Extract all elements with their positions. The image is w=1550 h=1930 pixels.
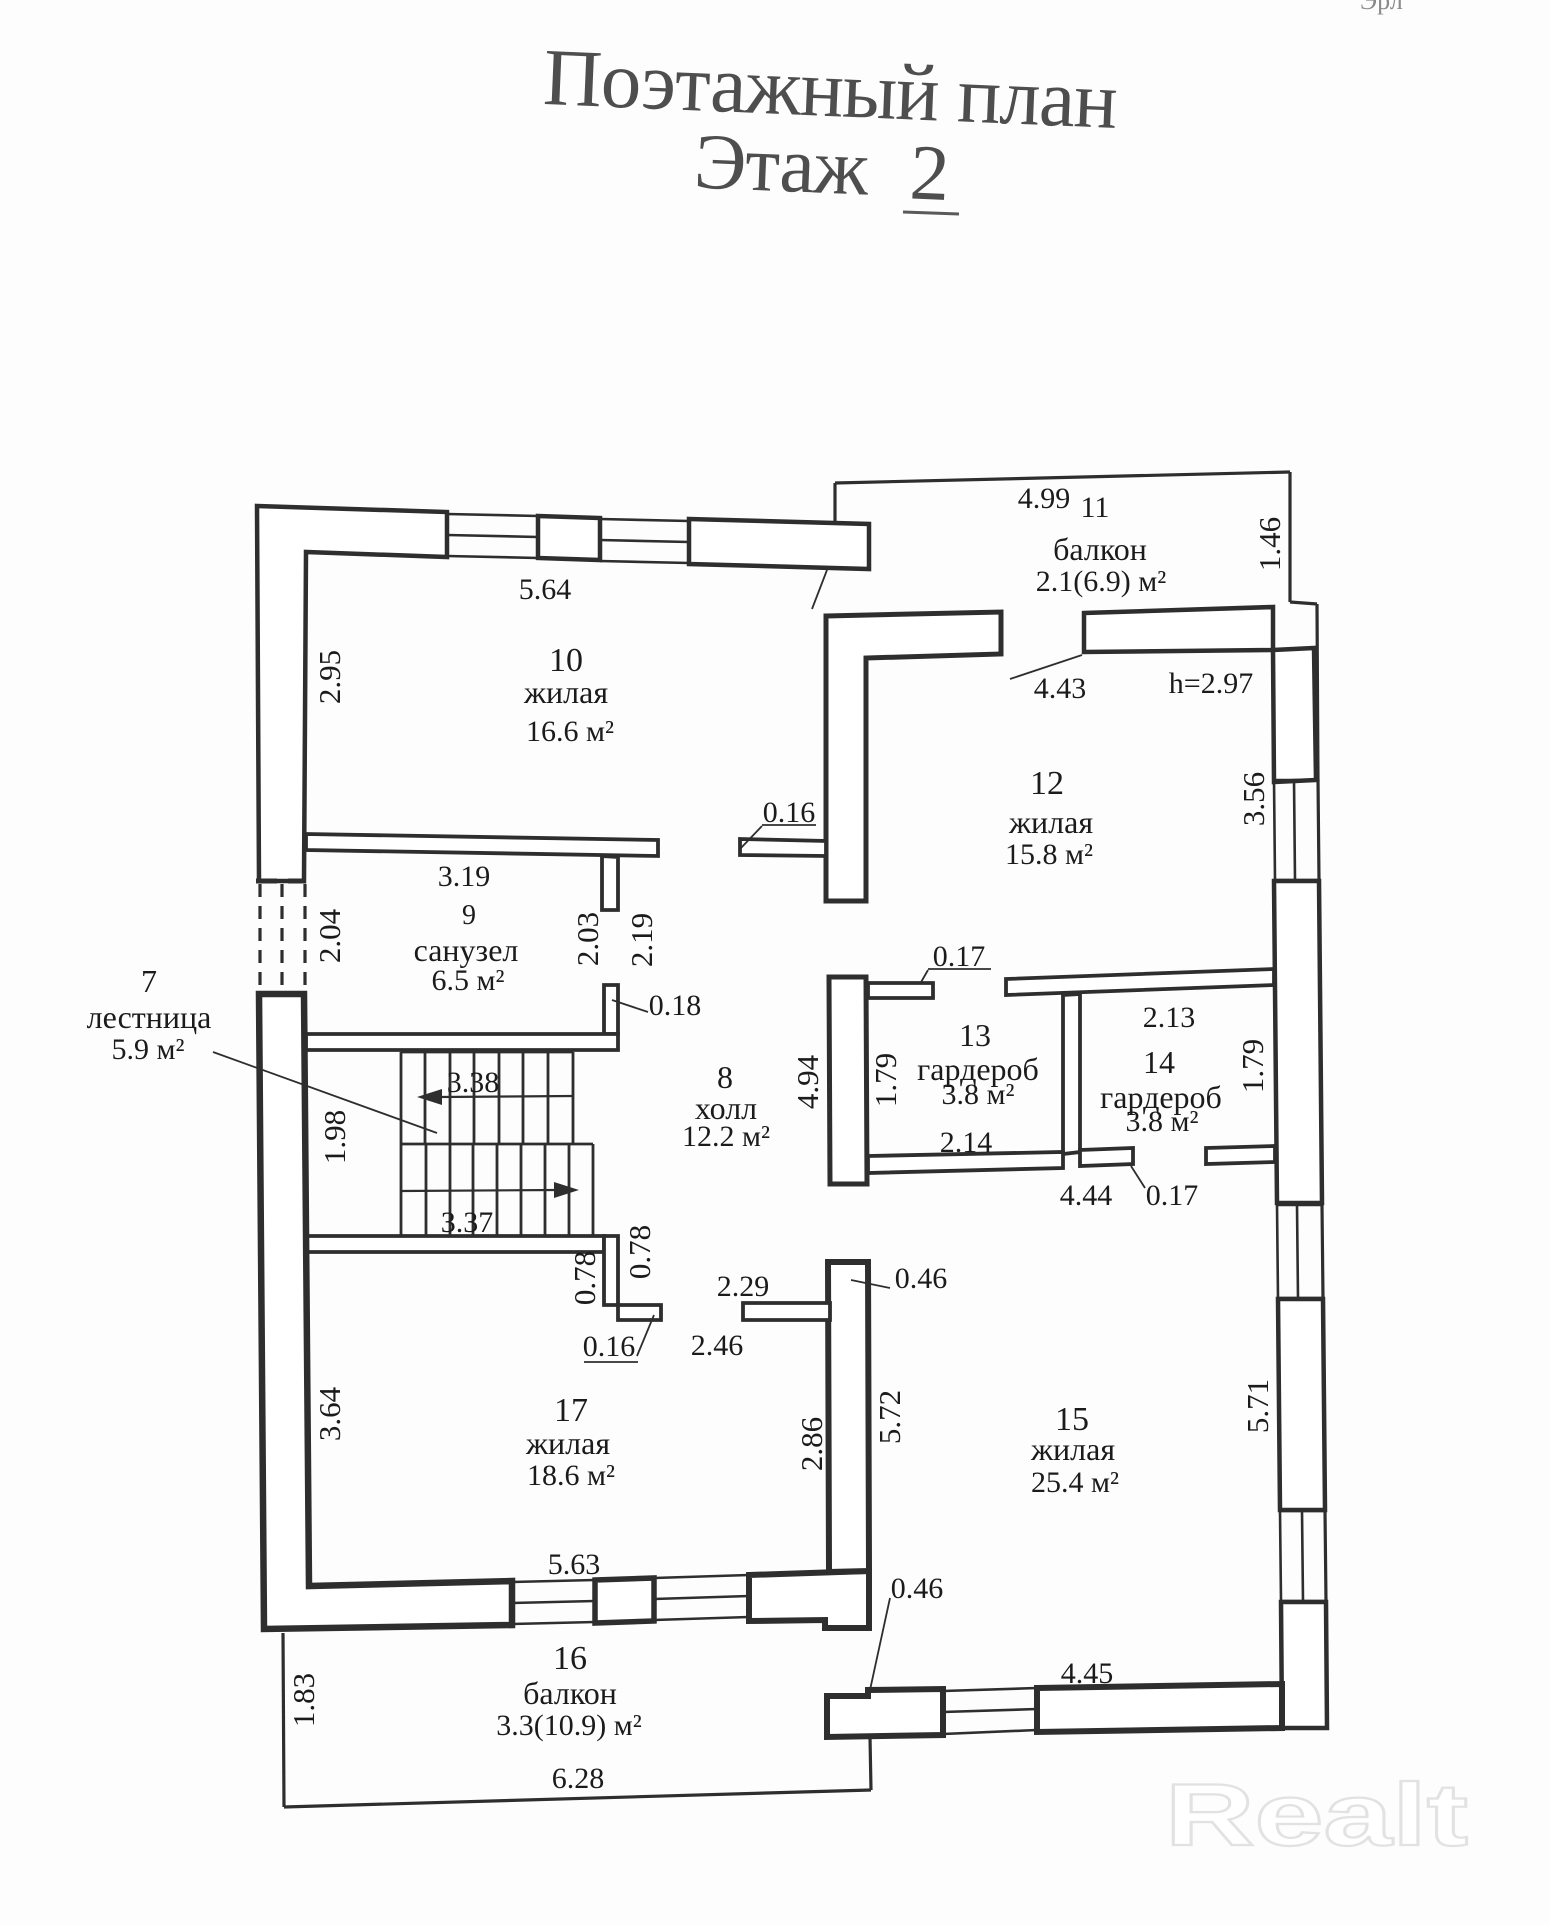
svg-text:9: 9 [462, 900, 476, 931]
svg-text:5.71: 5.71 [1240, 1379, 1275, 1433]
svg-text:0.16: 0.16 [763, 796, 816, 829]
svg-text:2: 2 [908, 129, 951, 218]
svg-text:холл: холл [695, 1090, 757, 1126]
svg-text:18.6 м²: 18.6 м² [527, 1459, 615, 1492]
svg-text:3.8 м²: 3.8 м² [942, 1078, 1015, 1111]
svg-text:1.79: 1.79 [868, 1053, 903, 1107]
svg-text:1.83: 1.83 [286, 1673, 321, 1727]
svg-text:4.44: 4.44 [1060, 1179, 1113, 1212]
svg-text:5.72: 5.72 [872, 1390, 907, 1444]
svg-text:2.95: 2.95 [312, 650, 347, 704]
svg-text:Realt: Realt [1165, 1765, 1468, 1864]
svg-text:гардероб: гардероб [1100, 1079, 1222, 1115]
svg-text:4.99: 4.99 [1018, 482, 1071, 515]
svg-text:11: 11 [1081, 491, 1110, 524]
svg-text:h=2.97: h=2.97 [1169, 667, 1253, 700]
svg-text:балкон: балкон [523, 1675, 617, 1711]
svg-text:12: 12 [1030, 765, 1064, 802]
svg-text:2.14: 2.14 [940, 1126, 993, 1159]
svg-text:3.38: 3.38 [447, 1066, 500, 1099]
svg-text:4.45: 4.45 [1061, 1657, 1114, 1690]
svg-text:3.56: 3.56 [1236, 772, 1271, 826]
svg-text:1.79: 1.79 [1235, 1039, 1270, 1093]
svg-text:Эрл: Эрл [1360, 0, 1403, 15]
svg-text:16: 16 [553, 1640, 587, 1677]
svg-text:0.78: 0.78 [567, 1251, 602, 1305]
svg-text:25.4 м²: 25.4 м² [1031, 1466, 1119, 1499]
svg-text:1.46: 1.46 [1252, 517, 1287, 571]
svg-text:0.18: 0.18 [649, 989, 702, 1022]
svg-text:15: 15 [1055, 1401, 1089, 1438]
svg-text:4.43: 4.43 [1034, 672, 1087, 705]
svg-text:15.8 м²: 15.8 м² [1005, 838, 1093, 871]
svg-text:3.19: 3.19 [438, 860, 491, 893]
svg-text:лестница: лестница [87, 999, 212, 1035]
svg-text:0.17: 0.17 [1146, 1179, 1199, 1212]
svg-text:17: 17 [554, 1392, 588, 1429]
svg-text:гардероб: гардероб [917, 1051, 1039, 1087]
svg-text:Этаж: Этаж [692, 118, 870, 212]
svg-text:0.16: 0.16 [583, 1330, 636, 1363]
svg-text:2.19: 2.19 [624, 913, 659, 967]
svg-text:12.2 м²: 12.2 м² [682, 1120, 770, 1153]
svg-text:6.5 м²: 6.5 м² [432, 964, 505, 997]
svg-text:3.37: 3.37 [441, 1206, 494, 1239]
svg-text:0.17: 0.17 [933, 940, 986, 973]
svg-text:0.78: 0.78 [622, 1225, 657, 1279]
svg-text:3.3(10.9) м²: 3.3(10.9) м² [496, 1709, 641, 1742]
svg-text:жилая: жилая [1008, 804, 1093, 840]
svg-text:7: 7 [141, 963, 157, 999]
svg-text:5.63: 5.63 [548, 1548, 601, 1581]
svg-text:балкон: балкон [1053, 531, 1147, 567]
svg-text:6.28: 6.28 [552, 1762, 605, 1795]
svg-text:2.13: 2.13 [1143, 1001, 1196, 1034]
svg-text:3.8 м²: 3.8 м² [1126, 1105, 1199, 1138]
svg-text:16.6 м²: 16.6 м² [526, 715, 614, 748]
svg-text:2.29: 2.29 [717, 1270, 770, 1303]
svg-text:0.46: 0.46 [891, 1572, 944, 1605]
svg-text:санузел: санузел [414, 932, 519, 968]
svg-text:5.64: 5.64 [519, 573, 572, 606]
svg-text:2.86: 2.86 [794, 1417, 829, 1471]
svg-text:жилая: жилая [523, 674, 608, 710]
svg-text:жилая: жилая [1030, 1431, 1115, 1467]
svg-text:14: 14 [1143, 1044, 1175, 1080]
svg-text:3.64: 3.64 [312, 1386, 347, 1441]
svg-text:2.46: 2.46 [691, 1329, 744, 1362]
svg-text:1.98: 1.98 [317, 1110, 352, 1164]
svg-text:5.9 м²: 5.9 м² [112, 1033, 185, 1066]
svg-text:2.03: 2.03 [570, 912, 605, 966]
svg-text:13: 13 [959, 1017, 991, 1053]
svg-text:0.46: 0.46 [895, 1262, 948, 1295]
svg-text:жилая: жилая [525, 1425, 610, 1461]
svg-text:8: 8 [717, 1059, 733, 1095]
svg-text:2.1(6.9) м²: 2.1(6.9) м² [1036, 565, 1166, 598]
svg-text:4.94: 4.94 [790, 1054, 825, 1109]
svg-text:10: 10 [549, 642, 583, 679]
svg-text:2.04: 2.04 [312, 908, 347, 963]
